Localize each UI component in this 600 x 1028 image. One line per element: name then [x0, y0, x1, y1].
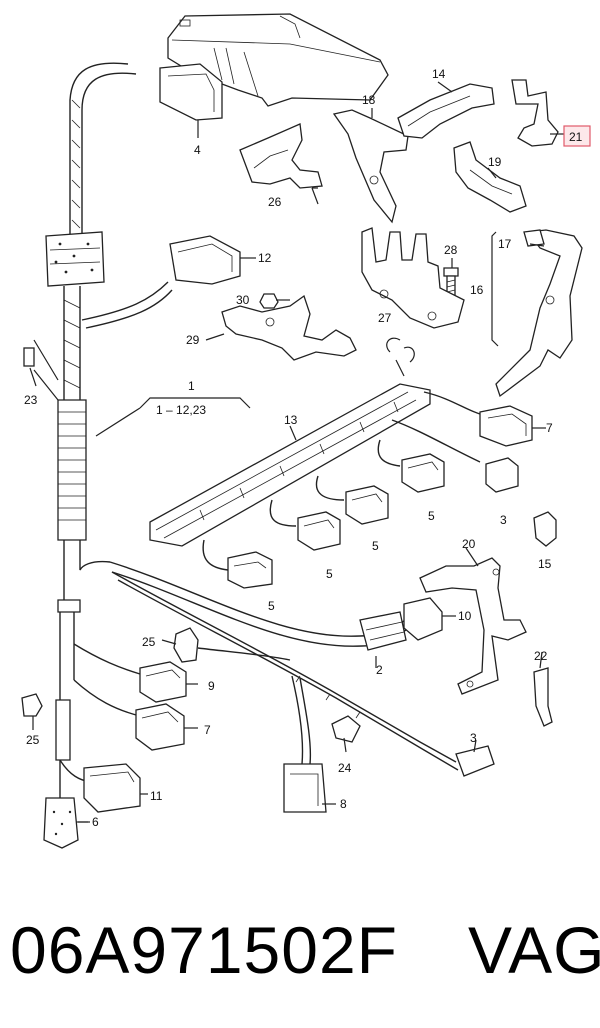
bracket-26: [239, 123, 323, 189]
bracket-16: [491, 229, 583, 398]
callout-label: 28: [444, 243, 458, 257]
clip-24: [331, 715, 361, 743]
clip-25-lower: [21, 693, 43, 717]
callout-label: 27: [378, 311, 392, 325]
callout-label: 5: [268, 599, 275, 613]
callout-label: 3: [470, 731, 477, 745]
connector-11: [59, 759, 148, 813]
bracket-20: [419, 557, 527, 695]
callout-label: 5: [428, 509, 435, 523]
callout-label: 30: [236, 293, 250, 307]
callout-label: 5: [326, 567, 333, 581]
clip-23: [23, 339, 59, 401]
callout-21-highlight: 21: [563, 125, 591, 147]
bracket-19: [453, 141, 527, 213]
callout-label: 17: [498, 237, 512, 251]
bracket-21: [511, 79, 566, 147]
callout-label: 19: [488, 155, 502, 169]
callout-label: 29: [186, 333, 200, 347]
connector-3-upper: [485, 457, 519, 493]
callout-label: 26: [268, 195, 282, 209]
sensor-25-upper: [173, 627, 291, 663]
callout-label: 5: [372, 539, 379, 553]
callout-label: 23: [24, 393, 38, 407]
connector-9: [73, 643, 198, 703]
parts-diagram: 4 12 26 18 14 19 28 17 16 27 30 29 23 1 …: [21, 13, 591, 849]
connector-5-d: [401, 453, 445, 493]
callout-label: 18: [362, 93, 376, 107]
callout-label: 7: [546, 421, 553, 435]
bracket-27: [361, 227, 465, 329]
callout-label: 24: [338, 761, 352, 775]
connector-12: [81, 235, 256, 329]
clip-15: [533, 511, 557, 547]
main-harness-trunk: [45, 62, 137, 800]
callout-label: 25: [26, 733, 40, 747]
connector-10: [109, 561, 456, 651]
callout-label: 6: [92, 815, 99, 829]
callout-labels: 4 12 26 18 14 19 28 17 16 27 30 29 23 1 …: [24, 67, 553, 829]
callout-1-bracket: [95, 397, 251, 437]
callout-label: 20: [462, 537, 476, 551]
callout-label: 16: [470, 283, 484, 297]
callout-label: 9: [208, 679, 215, 693]
connector-7-left: [73, 679, 198, 751]
callout-label: 2: [376, 663, 383, 677]
callout-label: 3: [500, 513, 507, 527]
callout-label: 22: [534, 649, 548, 663]
callout-label: 15: [538, 557, 552, 571]
leader-lines: [32, 81, 545, 823]
callout-label: 13: [284, 413, 298, 427]
part-number-caption: 06A971502F VAG: [10, 912, 600, 988]
callout-label: 25: [142, 635, 156, 649]
harness-rail-13: [149, 337, 431, 547]
connector-4: [159, 63, 223, 138]
callout-label: 4: [194, 143, 201, 157]
connector-5-b: [297, 511, 341, 551]
callout-label-21: 21: [569, 130, 583, 144]
callout-label: 7: [204, 723, 211, 737]
callout-label: 11: [150, 789, 163, 803]
bracket-18: [332, 109, 409, 224]
connector-5-a: [227, 551, 273, 589]
rail-branches: [202, 391, 481, 571]
connector-5-c: [345, 485, 389, 525]
callout-label: 12: [258, 251, 272, 265]
callout-label: 1 – 12,23: [156, 403, 206, 417]
callout-label: 8: [340, 797, 347, 811]
clip-22: [533, 667, 553, 727]
part-number: 06A971502F: [10, 913, 398, 987]
lower-harness: [111, 571, 495, 813]
brand-name: VAG: [468, 913, 600, 987]
sensor-6: [43, 797, 90, 849]
connector-7-right: [479, 405, 546, 447]
callout-label: 1: [188, 379, 195, 393]
callout-label: 10: [458, 609, 472, 623]
bracket-29: [221, 293, 357, 361]
callout-label: 14: [432, 67, 446, 81]
clip-14: [397, 83, 495, 139]
